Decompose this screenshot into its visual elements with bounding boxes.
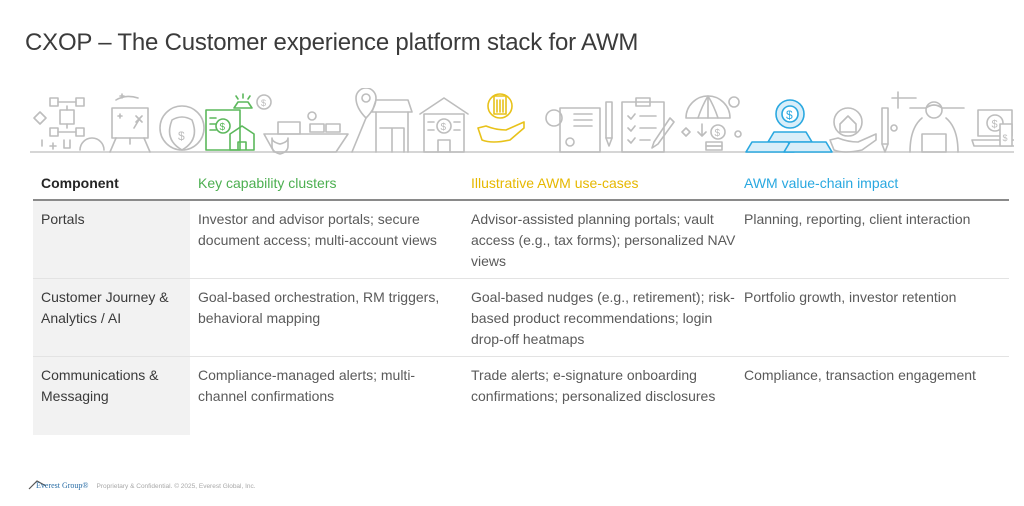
svg-text:$: $ bbox=[1003, 133, 1008, 143]
cargo-ship-shield-icon bbox=[263, 111, 349, 155]
cell-impact: Compliance, transaction engagement bbox=[744, 367, 976, 383]
table-row: Portals Investor and advisor portals; se… bbox=[33, 201, 1009, 279]
svg-text:$: $ bbox=[992, 119, 998, 131]
cell-use-cases: Advisor-assisted planning portals; vault… bbox=[471, 211, 736, 269]
header-capabilities: Key capability clusters bbox=[198, 174, 337, 191]
hand-house-gear-icon bbox=[829, 107, 889, 153]
cell-use-cases: Goal-based nudges (e.g., retirement); ri… bbox=[471, 289, 735, 347]
document-dollar-house-icon: $ bbox=[205, 109, 255, 151]
svg-text:$: $ bbox=[441, 122, 447, 133]
svg-text:$: $ bbox=[220, 122, 226, 133]
svg-text:$: $ bbox=[715, 128, 721, 139]
table-header-row: Component Key capability clusters Illust… bbox=[33, 167, 1009, 201]
mountain-logo-icon bbox=[28, 480, 47, 490]
factory-robot-arm-icon bbox=[890, 91, 965, 153]
clipboard-checklist-pen-icon bbox=[621, 97, 675, 153]
logo-text: Everest Group® bbox=[36, 481, 89, 490]
cell-impact: Portfolio growth, investor retention bbox=[744, 289, 957, 305]
svg-text:$: $ bbox=[261, 98, 266, 108]
cell-capabilities: Investor and advisor portals; secure doc… bbox=[198, 211, 437, 248]
bank-building-icon: $ bbox=[419, 97, 469, 153]
everest-group-logo: Everest Group® bbox=[28, 477, 89, 490]
umbrella-coins-icon: $ bbox=[681, 95, 742, 151]
table-row: Communications & Messaging Compliance-ma… bbox=[33, 357, 1009, 435]
page-title: CXOP – The Customer experience platform … bbox=[25, 29, 639, 56]
strategy-board-icon bbox=[109, 93, 151, 153]
cell-capabilities: Compliance-managed alerts; multi-channel… bbox=[198, 367, 416, 404]
icon-strip: $ $ $ $ bbox=[30, 88, 1014, 155]
gold-bars-coin-icon: $ bbox=[233, 93, 272, 110]
laptop-phone-dollar-icon: $ $ bbox=[971, 109, 1014, 147]
cell-impact: Planning, reporting, client interaction bbox=[744, 211, 971, 227]
cell-capabilities: Goal-based orchestration, RM triggers, b… bbox=[198, 289, 440, 326]
hand-building-gear-icon bbox=[477, 93, 525, 143]
cell-component: Communications & Messaging bbox=[33, 357, 190, 435]
cell-component: Customer Journey & Analytics / AI bbox=[33, 279, 190, 356]
svg-text:$: $ bbox=[178, 129, 185, 143]
cell-use-cases: Trade alerts; e-signature onboarding con… bbox=[471, 367, 716, 404]
cxop-table: Component Key capability clusters Illust… bbox=[33, 167, 1009, 435]
footer-note: Proprietary & Confidential. © 2025, Ever… bbox=[96, 482, 256, 490]
header-use-cases: Illustrative AWM use-cases bbox=[471, 174, 639, 191]
location-store-icon bbox=[351, 88, 413, 153]
certificate-gear-icon bbox=[545, 101, 613, 153]
table-row: Customer Journey & Analytics / AI Goal-b… bbox=[33, 279, 1009, 357]
cell-component: Portals bbox=[33, 201, 190, 278]
header-component: Component bbox=[41, 174, 119, 191]
footer: Everest Group® Proprietary & Confidentia… bbox=[28, 477, 256, 490]
svg-text:$: $ bbox=[786, 108, 793, 122]
workflow-diagram-icon bbox=[33, 97, 105, 151]
header-impact: AWM value-chain impact bbox=[744, 174, 899, 191]
money-bag-gear-icon: $ bbox=[159, 105, 205, 151]
gold-bars-dollar-gear-icon: $ bbox=[745, 99, 833, 153]
